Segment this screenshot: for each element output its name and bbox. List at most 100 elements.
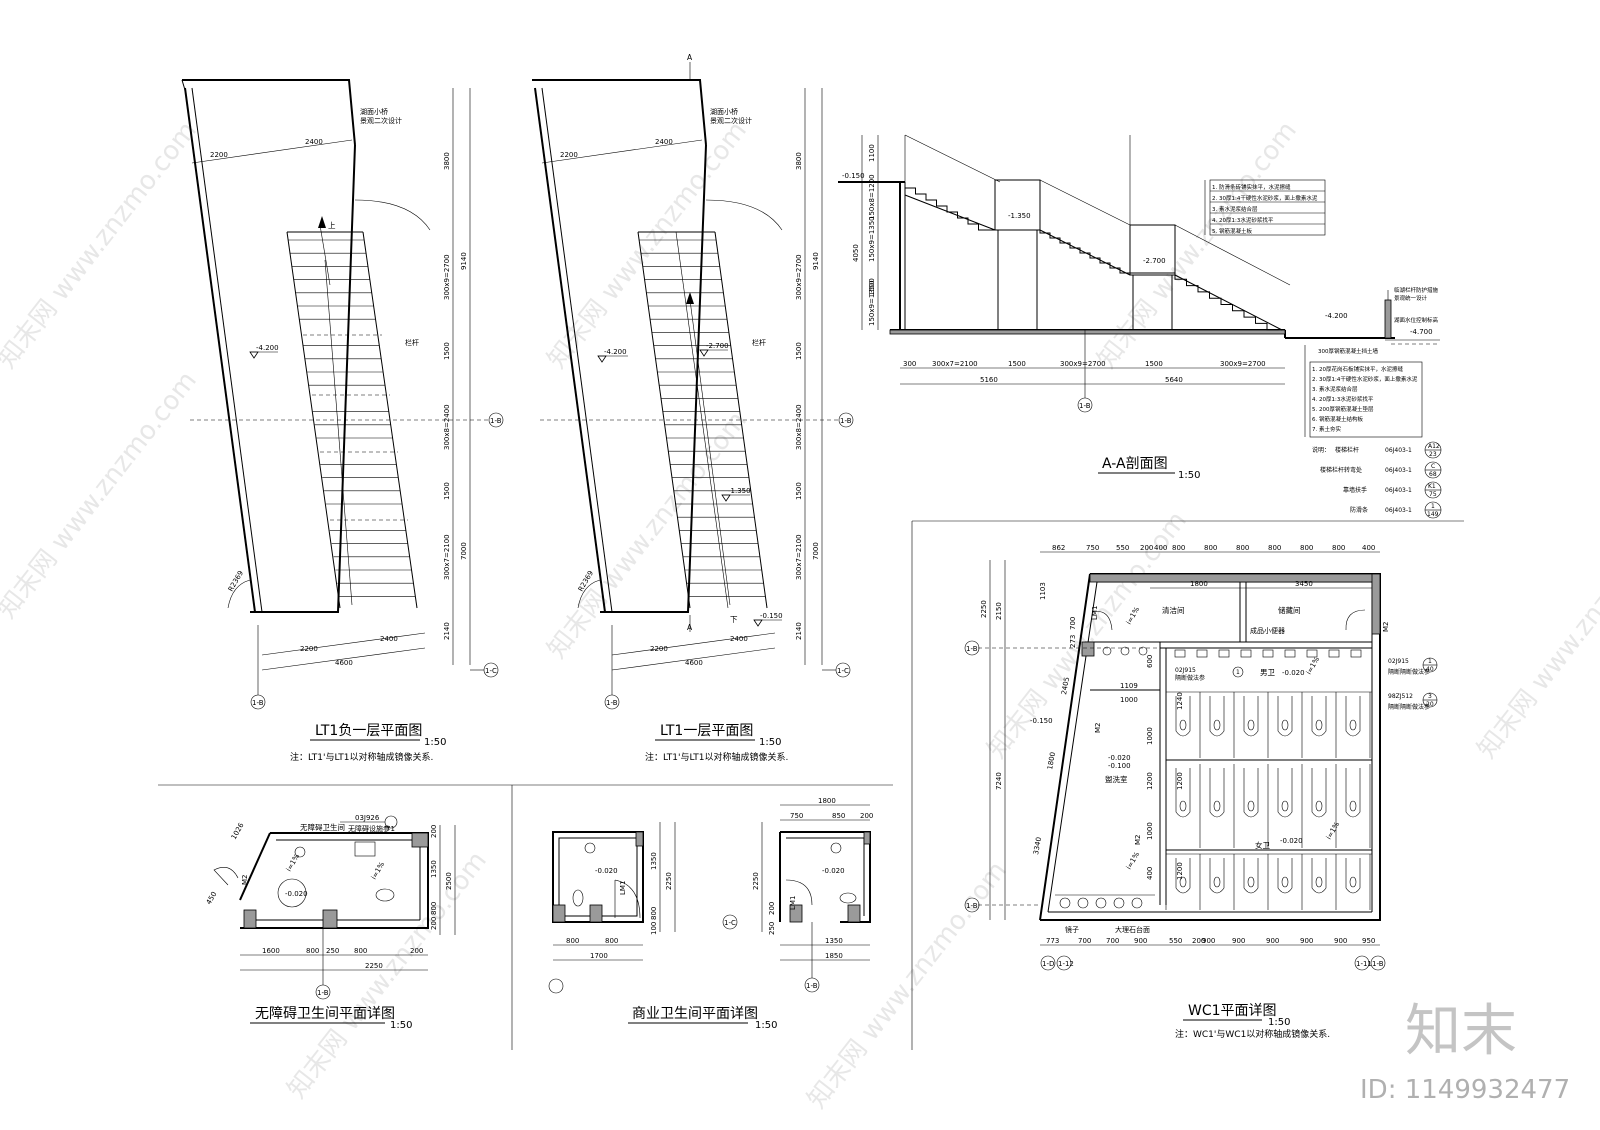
door-tag: M2 — [1382, 622, 1390, 633]
axis-label: 1-B — [1372, 960, 1384, 968]
room-label: 储藏间 — [1278, 605, 1301, 615]
dim: 200 — [430, 825, 438, 838]
ref-code: 06J403-1 — [1385, 467, 1412, 474]
dim: 7000 — [812, 542, 820, 560]
dim: 1200 — [1176, 772, 1184, 790]
radius-label: R2369 — [227, 569, 245, 593]
dim: 300x7=2100 — [932, 360, 978, 368]
dim: 1000 — [1120, 696, 1138, 704]
landscape-label-2: 景观二次设计 — [710, 116, 752, 125]
dim: 300x9=2700 — [1220, 360, 1266, 368]
note-text: 300厚钢筋混凝土挡土墙 — [1318, 347, 1378, 355]
ref-name: 楼梯栏杆 — [1335, 446, 1359, 454]
dim: 1350 — [430, 860, 438, 878]
watermark: 知末网 www.znzmo.com — [0, 366, 203, 624]
landscape-label-2: 景观二次设计 — [360, 116, 402, 125]
plan-wc1: 清洁间 储藏间 男卫 盥洗室 女卫 -0.150 -0.020 -0.020 -… — [964, 544, 1438, 1040]
axis-label: 1-11 — [1356, 960, 1372, 968]
dim: 1026 — [230, 821, 246, 841]
ref-code: 03J926 — [355, 814, 380, 822]
squat-toilet — [1277, 858, 1293, 894]
dim: 1500 — [443, 482, 451, 500]
axis-label: 1-B — [840, 417, 852, 425]
squat-toilet — [1243, 696, 1259, 737]
dim: 7240 — [995, 772, 1003, 790]
ref-num: 1 — [1431, 503, 1435, 510]
urinal — [1262, 649, 1274, 658]
squat-toilet-hole — [1315, 800, 1323, 812]
dim: 800 — [605, 937, 618, 945]
dim: 1200 — [1146, 772, 1154, 790]
room-label: 清洁间 — [1162, 605, 1185, 615]
dim: 400 — [1154, 544, 1167, 552]
squat-toilet-hole — [1247, 719, 1255, 731]
dim: 1600 — [262, 947, 280, 955]
axis-label: 1-B — [966, 645, 978, 653]
dim: 300x9=2700 — [1060, 360, 1106, 368]
level-mark: -0.150 — [842, 172, 865, 180]
watermark: 知末网 www.znzmo.com — [542, 406, 753, 664]
dim: 300x8=2400 — [443, 404, 451, 450]
dim: 400 — [1146, 867, 1154, 880]
ref-name: 防滑条 — [1350, 506, 1368, 514]
dim: 300x7=2100 — [795, 534, 803, 580]
dim: 800 — [1268, 544, 1281, 552]
layer-text: 7. 素土夯实 — [1312, 425, 1341, 433]
squat-toilet — [1345, 768, 1361, 818]
plan-title: WC1平面详图 — [1188, 1003, 1277, 1019]
plan-commercial-toilet: LM1 -0.020 800 800 1700 1350 2250 800 10… — [548, 797, 873, 1031]
squat-toilet — [1243, 768, 1259, 818]
level-mark: -1.350 — [728, 487, 751, 495]
fixture-label: 大理石台面 — [1115, 925, 1150, 934]
dim: 850 — [832, 812, 845, 820]
stair-step-profile — [1174, 273, 1279, 331]
ref-den: 68 — [1429, 471, 1437, 478]
fixture-label: 镜子 — [1065, 925, 1079, 934]
dim: 950 — [1362, 937, 1375, 945]
ref-num: C — [1431, 463, 1435, 470]
dim: 800 — [1332, 544, 1345, 552]
squat-toilet-hole — [1315, 876, 1323, 888]
fixture-label: 成品小便器 — [1250, 626, 1285, 635]
dim: 750 — [1086, 544, 1099, 552]
level-mark: -4.700 — [1410, 328, 1433, 336]
cut-label: A — [687, 623, 693, 632]
squat-toilet — [1277, 768, 1293, 818]
squat-toilet — [1311, 768, 1327, 818]
dim: 750 — [790, 812, 803, 820]
dim: 900 — [1232, 937, 1245, 945]
dim: 150x8=1200 — [868, 174, 876, 220]
dim: 200 — [860, 812, 873, 820]
level-mark: -0.020 — [822, 867, 845, 875]
dim: 800 — [1204, 544, 1217, 552]
dim: 4600 — [685, 659, 703, 667]
basin — [1113, 897, 1125, 909]
dim: 900 — [1300, 937, 1313, 945]
dim: 5640 — [1165, 376, 1183, 384]
dim: 1350 — [825, 937, 843, 945]
dim: 1500 — [795, 482, 803, 500]
dim: 300x9=2700 — [795, 254, 803, 300]
layer-text: 5. 200厚钢筋混凝土垫层 — [1312, 405, 1374, 413]
dim: 250 — [768, 922, 776, 935]
squat-toilet-hole — [1281, 800, 1289, 812]
down-label: 下 — [730, 615, 738, 624]
squat-toilet — [1209, 858, 1225, 894]
ref-den: 23 — [1429, 451, 1437, 458]
dim: 5160 — [980, 376, 998, 384]
note-text: 景观统一设计 — [1394, 294, 1428, 302]
dim: 1800 — [1190, 580, 1208, 588]
dim: 2150 — [995, 602, 1003, 620]
squat-toilet-hole — [1213, 800, 1221, 812]
squat-toilet — [1243, 858, 1259, 894]
slope: i=1% — [370, 860, 387, 881]
layer-text: 4. 20厚1:3水泥砂浆找平 — [1212, 216, 1274, 224]
ref-den: 20 — [1426, 701, 1434, 708]
squat-toilet-hole — [1179, 719, 1187, 731]
axis-label: 1-C — [485, 667, 497, 675]
section-scale: 1:50 — [1178, 470, 1200, 481]
brand-logo: 知末 — [1405, 999, 1517, 1064]
dim: 250 — [326, 947, 339, 955]
dim: 2200 — [560, 151, 578, 159]
dim: 400 — [1362, 544, 1375, 552]
